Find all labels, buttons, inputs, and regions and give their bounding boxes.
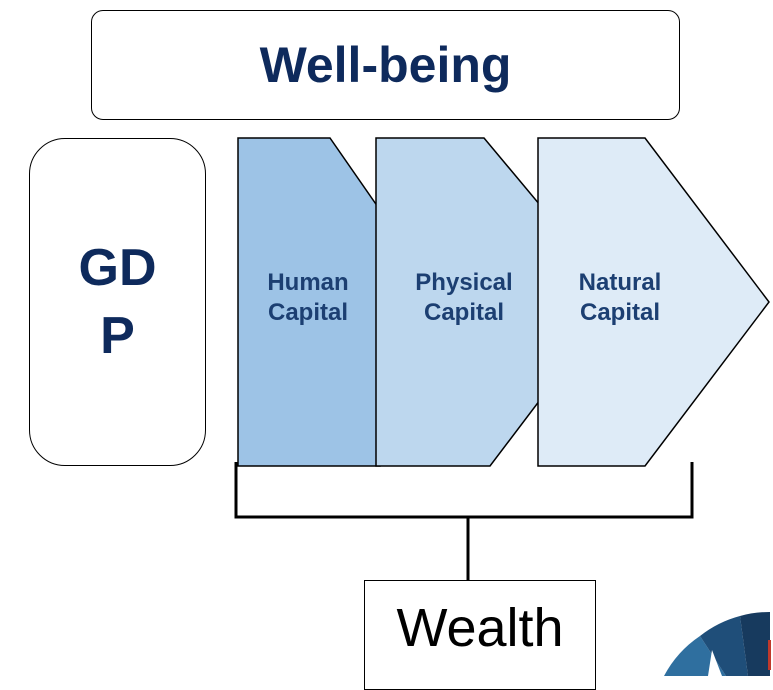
wealth-box: Wealth	[364, 580, 596, 690]
natural-capital-label: Natural Capital	[578, 269, 662, 326]
gdp-label: GDP	[78, 239, 157, 365]
gdp-box: GDP	[29, 138, 206, 466]
wellbeing-box: Well-being	[91, 10, 680, 120]
diagram-canvas	[234, 137, 771, 676]
natural-capital-shape	[537, 137, 770, 467]
logo-fragment-icon	[664, 611, 771, 676]
human-capital-label: Human Capital	[267, 269, 349, 326]
wealth-label: Wealth	[396, 598, 564, 658]
wealth-bracket	[234, 462, 694, 519]
wellbeing-title: Well-being	[259, 37, 512, 93]
physical-capital-label: Physical Capital	[415, 269, 513, 326]
